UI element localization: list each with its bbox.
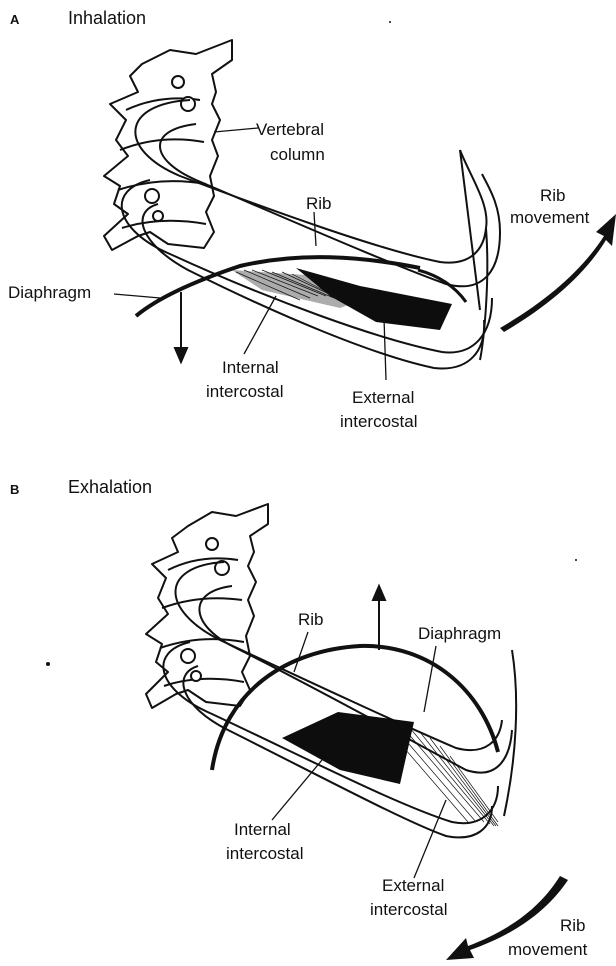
- panel-a-internal-label-line2: intercostal: [206, 382, 283, 402]
- panel-b-external-label-line2: intercostal: [370, 900, 447, 920]
- panel-b-internal-label-line2: intercostal: [226, 844, 303, 864]
- panel-b-diaphragm-label: Diaphragm: [418, 624, 501, 644]
- panel-b-rib-movement-label-line1: Rib: [560, 916, 586, 936]
- panel-b-rib-movement-label-line2: movement: [508, 940, 587, 960]
- panel-a-external-label-line1: External: [352, 388, 414, 408]
- panel-a-vertebral-column: [104, 40, 232, 250]
- panel-a-internal-label-line1: Internal: [222, 358, 279, 378]
- panel-a-vertebral-label-line2: column: [270, 145, 325, 165]
- panel-a-down-arrow: [175, 292, 187, 362]
- panel-a-external-label-line2: intercostal: [340, 412, 417, 432]
- panel-a-rib-movement-label-line1: Rib: [540, 186, 566, 206]
- panel-b-internal-label-line1: Internal: [234, 820, 291, 840]
- panel-b-letter: B: [10, 482, 19, 497]
- panel-b-up-arrow: [373, 586, 385, 650]
- panel-a-vertebral-label-line1: Vertebral: [256, 120, 324, 140]
- panel-b-vertebral-column: [146, 504, 268, 708]
- panel-b-title: Exhalation: [68, 477, 152, 498]
- panel-a-rib-label: Rib: [306, 194, 332, 214]
- panel-b-rib-label: Rib: [298, 610, 324, 630]
- panel-a-muscles: [232, 268, 452, 330]
- panel-a-diaphragm-label: Diaphragm: [8, 283, 91, 303]
- panel-a-rib-movement-label-line2: movement: [510, 208, 589, 228]
- panel-a-rib-movement-arrow: [500, 214, 616, 332]
- panel-b-external-label-line1: External: [382, 876, 444, 896]
